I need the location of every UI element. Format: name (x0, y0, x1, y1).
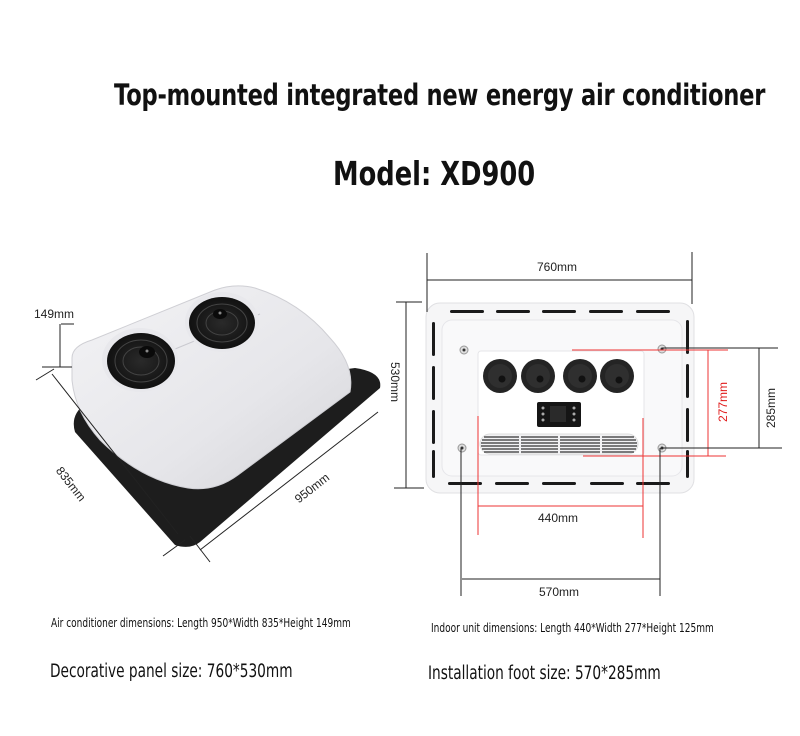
panel-height-label: 530mm (388, 362, 402, 403)
ac-dimensions-caption: Air conditioner dimensions: Length 950*W… (51, 615, 351, 630)
indoor-width-label: 440mm (538, 511, 579, 525)
condenser-fan-icon (185, 292, 259, 352)
control-panel-icon (537, 402, 581, 427)
foot-width-label: 570mm (539, 585, 580, 599)
rooftop-unit-figure: 149mm 835mm 950mm (0, 280, 400, 580)
indoor-unit-figure: 760mm 530mm 277mm 285mm 440mm 570mm (388, 240, 800, 610)
air-vent-icon (563, 359, 597, 393)
air-vent-icon (521, 359, 555, 393)
height-dimension-label: 149mm (34, 307, 75, 321)
return-air-grille-icon (479, 433, 639, 455)
foot-height-label: 285mm (764, 387, 778, 428)
panel-width-label: 760mm (537, 260, 578, 274)
model-label: Model: XD900 (333, 154, 536, 193)
panel-size-caption: Decorative panel size: 760*530mm (50, 661, 293, 682)
indoor-height-label: 277mm (716, 381, 730, 422)
condenser-fan-icon (102, 328, 178, 392)
foot-size-caption: Installation foot size: 570*285mm (428, 663, 661, 684)
indoor-panel-illustration (394, 252, 782, 596)
rooftop-unit-illustration (35, 285, 381, 563)
air-vent-icon (483, 359, 517, 393)
indoor-dimensions-caption: Indoor unit dimensions: Length 440*Width… (431, 620, 714, 635)
page-title: Top-mounted integrated new energy air co… (114, 78, 766, 112)
air-vent-icon (600, 359, 634, 393)
